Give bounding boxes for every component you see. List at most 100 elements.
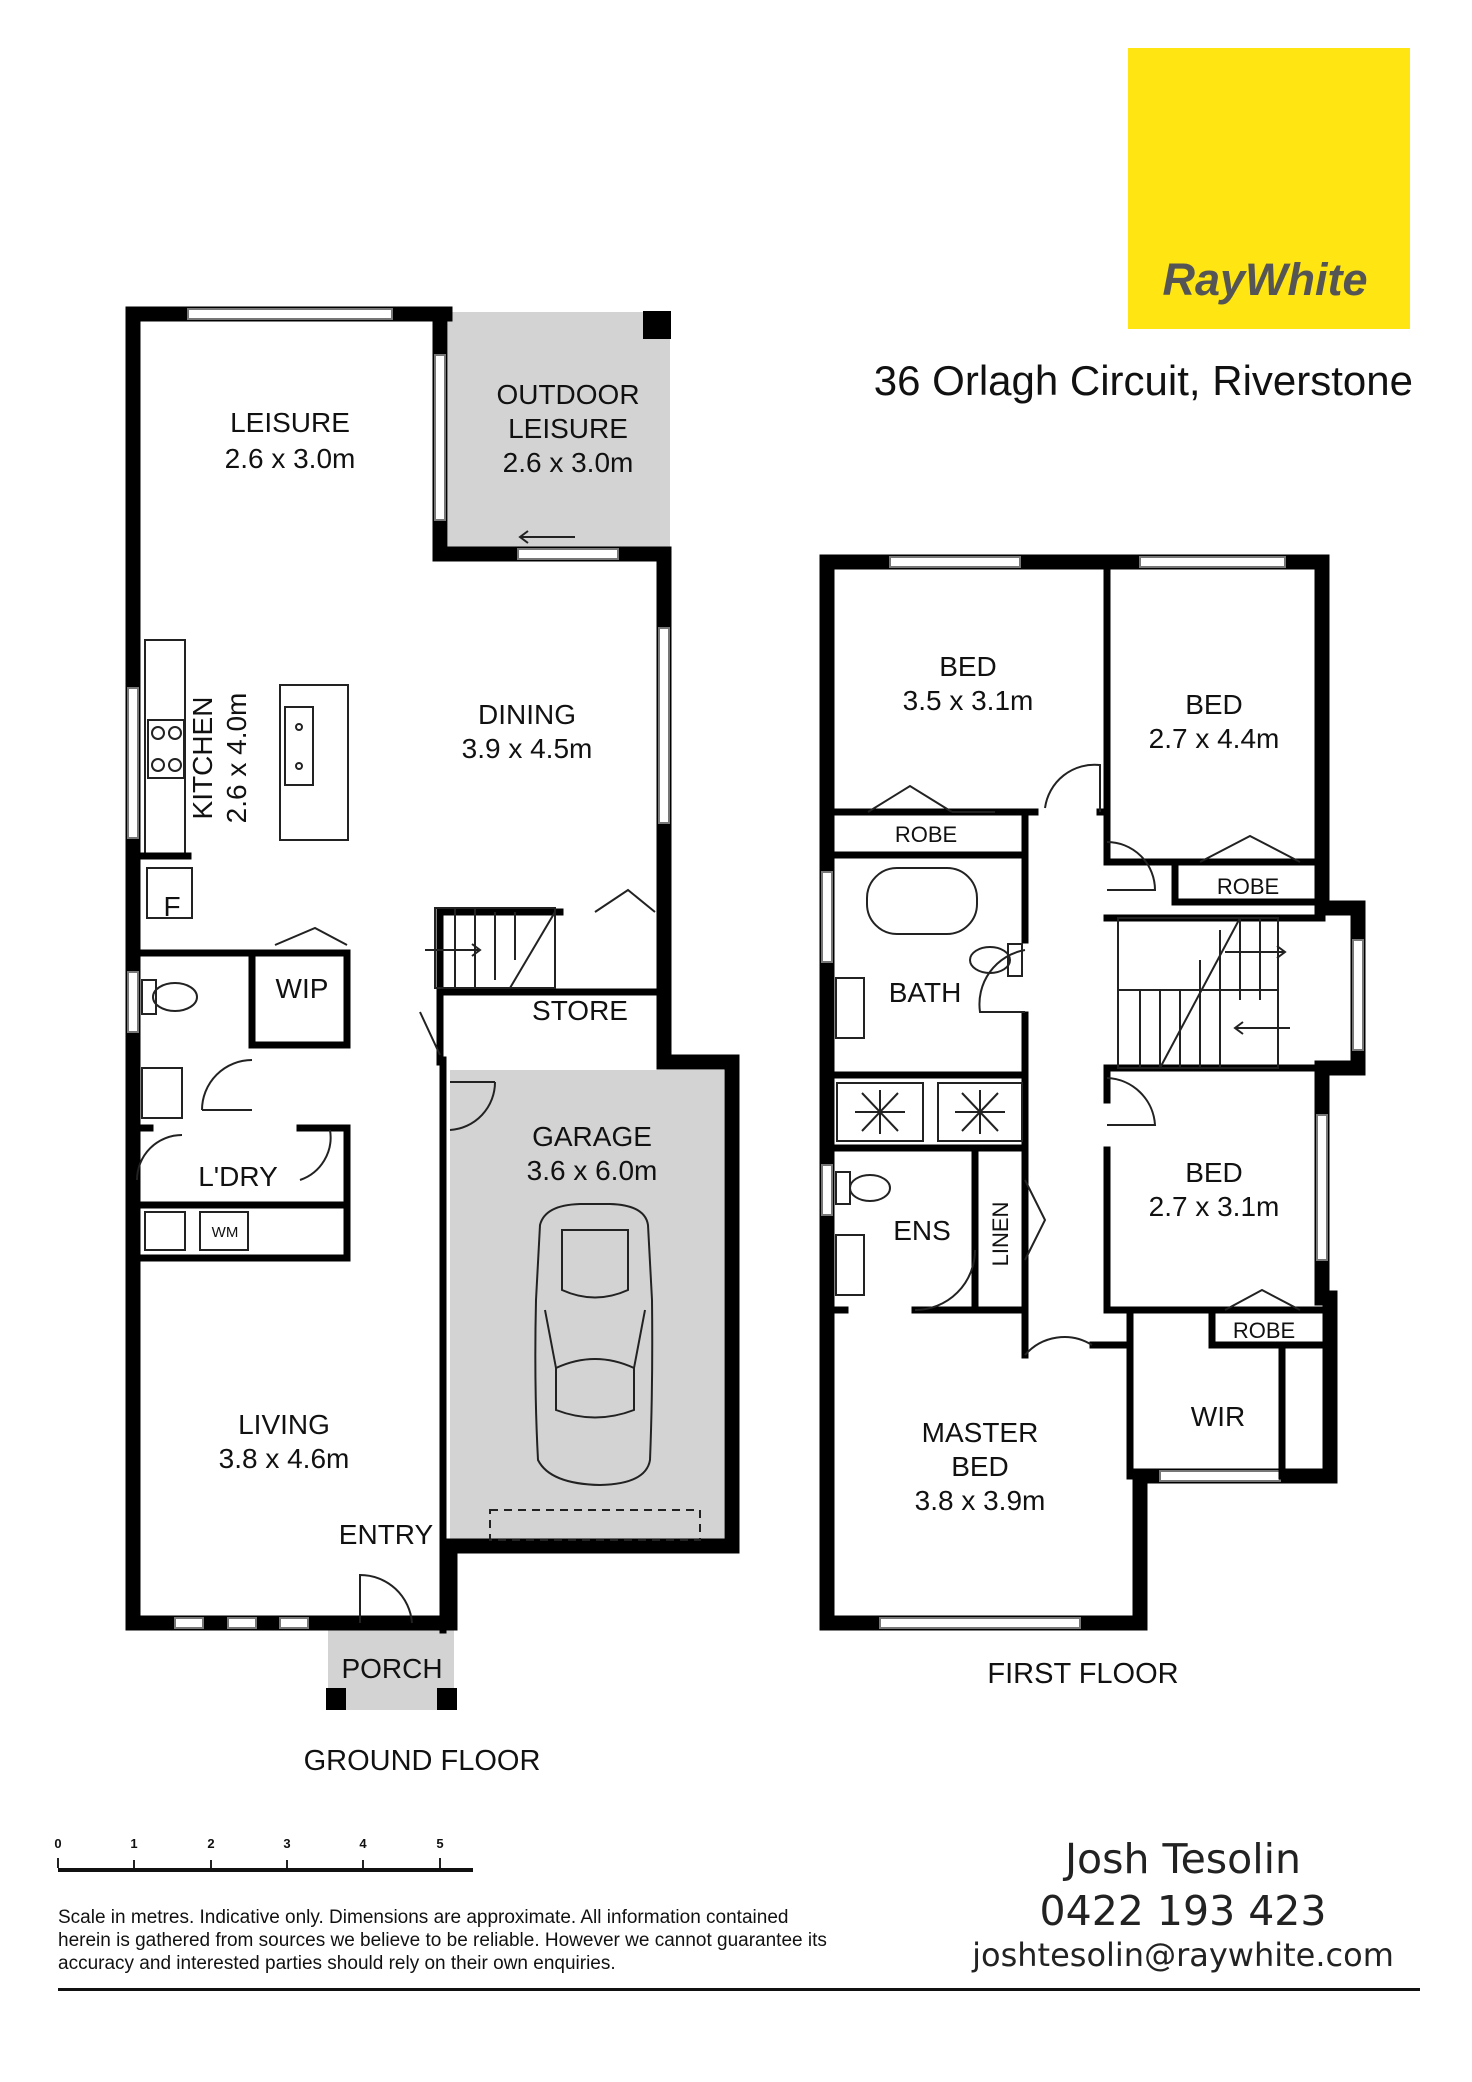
- car-icon: [534, 1203, 654, 1487]
- master-dims: 3.8 x 3.9m: [915, 1485, 1046, 1516]
- bed2-window: [1139, 556, 1286, 568]
- agent-phone[interactable]: 0422 193 423: [1040, 1887, 1327, 1935]
- slide-arrow-head: [518, 530, 529, 544]
- store-door-2[interactable]: [419, 1011, 441, 1056]
- burner: [151, 726, 165, 740]
- robe2-label: ROBE: [1217, 874, 1279, 899]
- bed2-dims: 2.7 x 4.4m: [1149, 723, 1280, 754]
- scale-tick-1: 1: [130, 1836, 137, 1851]
- leisure-label: LEISURE: [230, 407, 350, 438]
- kitchen-label: KITCHEN: [187, 697, 218, 820]
- linen-label-group: LINEN: [988, 1202, 1013, 1267]
- entry-door[interactable]: [359, 1573, 413, 1624]
- ens-label: ENS: [893, 1215, 951, 1246]
- bed1-door[interactable]: [1044, 763, 1101, 812]
- garage-door[interactable]: [449, 1081, 497, 1131]
- robe1-door[interactable]: [867, 784, 995, 813]
- store-door[interactable]: [594, 888, 656, 913]
- stair-treads: [1118, 918, 1278, 1068]
- ens-cistern: [835, 1171, 851, 1205]
- dining-label: DINING: [478, 699, 576, 730]
- scale-tick-2: 2: [207, 1836, 214, 1851]
- stair-arrow-head: [471, 943, 482, 957]
- footer-divider: [58, 1988, 1420, 1991]
- garage-dims: 3.6 x 6.0m: [527, 1155, 658, 1186]
- garage-door-track: [489, 1509, 701, 1541]
- outdoor-leisure-area: [448, 312, 670, 550]
- first-floor-plan: BED 3.5 x 3.1m BED 2.7 x 4.4m ROBE ROBE …: [819, 554, 1366, 1690]
- bath-wall: [823, 851, 1029, 1152]
- living-dims: 3.8 x 4.6m: [219, 1443, 350, 1474]
- sink-drain: [295, 762, 303, 770]
- bed2-label: BED: [1185, 689, 1243, 720]
- bath-cistern: [1007, 943, 1023, 977]
- wm-label: WM: [212, 1224, 239, 1241]
- ground-floor-plan: LEISURE 2.6 x 3.0m OUTDOOR LEISURE 2.6 x…: [125, 306, 740, 1777]
- stair-arrow-down-head: [1233, 1021, 1244, 1035]
- bed2-door[interactable]: [1106, 841, 1157, 891]
- bed1-window: [889, 556, 1021, 568]
- entry-label: ENTRY: [339, 1519, 434, 1550]
- bed1-label: BED: [939, 651, 997, 682]
- bath-door[interactable]: [201, 1059, 253, 1111]
- porch-area: [328, 1630, 454, 1710]
- bed3-label: BED: [1185, 1157, 1243, 1188]
- disclaimer-line-2: herein is gathered from sources we belie…: [58, 1930, 827, 1951]
- wir-wall: [1126, 1341, 1286, 1480]
- property-address: 36 Orlagh Circuit, Riverstone: [874, 357, 1413, 404]
- outdoor-post: [643, 311, 671, 339]
- toilet-cistern: [141, 979, 157, 1015]
- bath-toilet: [969, 946, 1011, 974]
- agent-name: Josh Tesolin: [1062, 1835, 1301, 1883]
- robe3-door[interactable]: [1224, 1288, 1301, 1311]
- robe2-door[interactable]: [1199, 834, 1301, 863]
- burner: [151, 758, 165, 772]
- ens-door[interactable]: [914, 1249, 976, 1311]
- bed3-door[interactable]: [1106, 1077, 1157, 1126]
- stair-treads: [454, 908, 516, 988]
- master-door[interactable]: [1024, 1336, 1093, 1356]
- bed3-wall: [1103, 1064, 1326, 1314]
- leisure-dims: 2.6 x 3.0m: [225, 443, 356, 474]
- outdoor-label-2: LEISURE: [508, 413, 628, 444]
- laundry-tub: [144, 1211, 186, 1251]
- shower-2-drain: [955, 1090, 1005, 1134]
- fridge-label: F: [163, 891, 180, 922]
- scale-ticks: [57, 1858, 441, 1868]
- bath-door[interactable]: [978, 949, 1026, 1013]
- scale-tick-3: 3: [283, 1836, 290, 1851]
- bath-label: BATH: [889, 977, 962, 1008]
- bath-window: [821, 871, 833, 963]
- washing-machine: [199, 1211, 249, 1251]
- outdoor-label-1: OUTDOOR: [496, 379, 639, 410]
- laundry-door-2[interactable]: [299, 1129, 332, 1181]
- scale-tick-4: 4: [359, 1836, 367, 1851]
- kitchen-island: [279, 684, 349, 841]
- agent-email[interactable]: joshtesolin@raywhite.com: [971, 1936, 1394, 1974]
- raywhite-logo[interactable]: RayWhite: [1128, 48, 1410, 329]
- disclaimer-line-1: Scale in metres. Indicative only. Dimens…: [58, 1907, 788, 1928]
- disclaimer-line-3: accuracy and interested parties should r…: [58, 1953, 616, 1974]
- toilet: [152, 982, 198, 1012]
- scale-tick-5: 5: [436, 1836, 443, 1851]
- shower-1: [836, 1082, 924, 1142]
- sliding-door: [517, 548, 619, 560]
- outdoor-window: [434, 354, 446, 521]
- bath-vanity: [835, 977, 865, 1039]
- kitchen-bench: [144, 639, 186, 856]
- porch-label: PORCH: [341, 1653, 442, 1684]
- sink-drain: [295, 723, 303, 731]
- stair-arrow-up-head: [1276, 945, 1287, 959]
- scale-line: [58, 1868, 473, 1872]
- laundry-door[interactable]: [136, 1134, 183, 1181]
- linen-door[interactable]: [1024, 1179, 1047, 1261]
- laundry-label: L'DRY: [198, 1161, 278, 1192]
- leisure-window: [187, 308, 393, 320]
- logo-background: [1128, 48, 1410, 329]
- laundry-wall: [133, 1124, 351, 1262]
- wip-door[interactable]: [274, 926, 348, 946]
- stair-window: [1352, 939, 1364, 1051]
- dining-dims: 3.9 x 4.5m: [462, 733, 593, 764]
- stairs-upper: [1117, 917, 1279, 1069]
- porch-post-left: [326, 1688, 346, 1710]
